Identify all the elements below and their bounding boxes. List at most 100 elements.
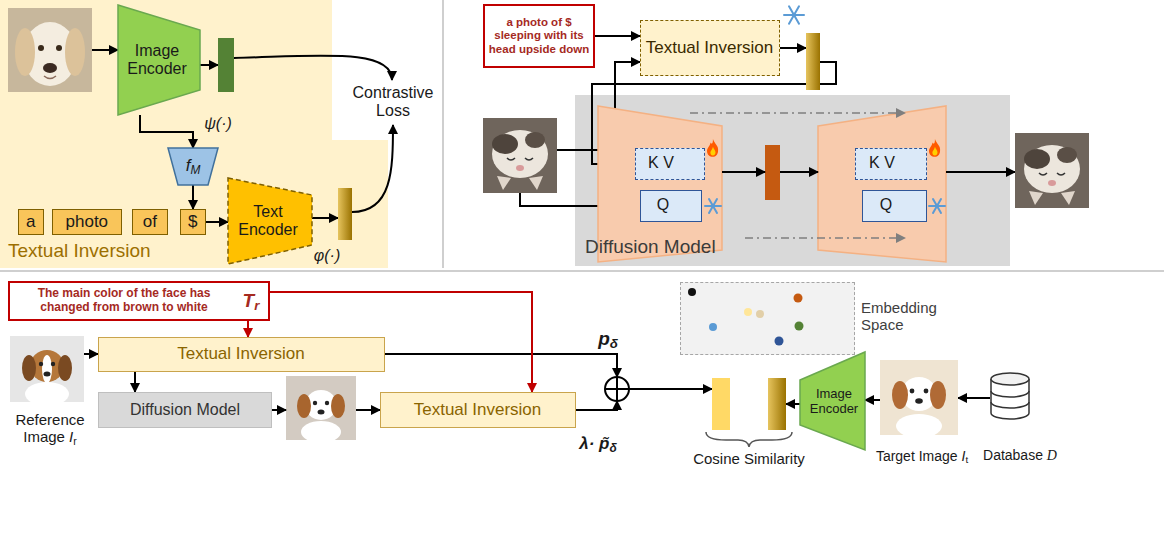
separator-lines-part (442, 0, 444, 268)
dog-photo-part (44, 76, 56, 79)
fire-icon (707, 139, 718, 157)
flow-arrows-part (352, 125, 393, 212)
fire-icon-part (707, 139, 718, 157)
cat-photo-part (1048, 180, 1056, 186)
text-frame: photo (53, 210, 121, 234)
symbol-label-part: δ (609, 441, 616, 455)
embedding-dots-part (709, 323, 717, 331)
flow-arrows-part (946, 171, 1015, 173)
flow-arrows-part (722, 171, 765, 173)
symbol-label: pδ (598, 328, 618, 350)
cat-photo-part (1061, 191, 1075, 205)
text-frame: K V (856, 149, 908, 178)
puppy-photo-part (331, 394, 345, 418)
flow-arrows-part (312, 217, 338, 219)
text-frame: Text Encoder (230, 200, 306, 242)
text-frame: λ· p̃δ (556, 431, 640, 457)
dog-photo-part (65, 28, 85, 76)
skip-arrows-part (690, 112, 905, 114)
diffusion-model-box: Diffusion Model (98, 392, 272, 428)
node-text: Image Encoder (122, 42, 192, 79)
flow-arrows-part (958, 397, 990, 399)
database-cylinder-outline (991, 373, 1029, 385)
node-text: Textual Inversion (8, 240, 151, 262)
snowflake-icon-part (933, 199, 941, 213)
snowflake-icon-part (789, 6, 799, 23)
target-feature-bar (768, 378, 786, 430)
text-frame: $ (181, 210, 205, 234)
database-cylinder-outline (990, 372, 1030, 420)
puppy-photo-part (910, 389, 915, 394)
embedding-dots-part (688, 288, 696, 296)
dog-photo-part (8, 8, 92, 92)
database-cylinder-outline (991, 391, 1029, 408)
image-caption-part: r (73, 435, 77, 447)
similarity-label: Cosine Similarity (693, 450, 805, 467)
dog-photo-part (43, 63, 57, 73)
token-box: photo (52, 209, 122, 235)
dog-photo-part (15, 28, 35, 76)
image-caption-part: I (69, 428, 73, 445)
flow-arrows-part (356, 409, 380, 411)
fire-icon-part (710, 147, 715, 156)
puppy-photo-part (297, 394, 311, 418)
flow-arrows-part (629, 388, 712, 390)
puppy-photo-part (25, 382, 69, 406)
node-text: ψ(·) (204, 115, 232, 133)
symbol-label: λ· p̃δ (579, 434, 617, 454)
node-text: Q (657, 196, 669, 214)
image-feature-bar (218, 38, 234, 92)
puppy-photo-part (301, 421, 341, 443)
fire-icon (929, 139, 940, 157)
node-text: Tr (243, 290, 260, 312)
image-caption-part: I (961, 448, 965, 464)
key-value-box: K V (855, 148, 927, 180)
flow-arrows-part (84, 353, 98, 355)
text-frame: Diffusion Model (585, 233, 745, 261)
puppy-photo-part (892, 381, 908, 409)
puppy-photo-part (22, 355, 36, 381)
node-text: fM (186, 156, 201, 176)
text-frame: Reference Image Ir (2, 404, 98, 452)
text-frame: Embedding Space (861, 291, 956, 341)
embedding-space-ground (680, 282, 855, 355)
text-frame: Image Encoder (804, 382, 864, 422)
embedding-dots-part (744, 308, 752, 316)
modification-text-box: The main color of the face has changed f… (8, 281, 270, 321)
cat-photo-part (1057, 147, 1077, 163)
embedding-dots-part (794, 294, 803, 303)
text-frame: Tr (236, 283, 266, 319)
dog-photo-part (56, 45, 62, 51)
node-text: Textual Inversion (646, 38, 774, 58)
image-caption: Target Image It (876, 448, 968, 464)
puppy-photo-part (325, 401, 329, 405)
embedding-dots-part (756, 310, 764, 318)
node-text: φ(·) (314, 247, 340, 265)
image-encoder: Image Encoderψ(·) (118, 5, 200, 115)
token-box: of (132, 209, 168, 235)
connector-arrow (140, 115, 193, 148)
puppy-photo-part (313, 401, 317, 405)
snowflake-icon (784, 6, 804, 23)
node-text: photo (66, 212, 109, 232)
text-frame: Textual Inversion (641, 21, 778, 74)
database-cylinder: Database D (990, 372, 1030, 420)
puppy-photo-part (930, 381, 946, 409)
diffusion-model-panel: Diffusion Model K V Q K V Q (575, 95, 1010, 266)
node-text: Q (880, 196, 892, 214)
text-encoder-outline (228, 178, 312, 264)
node-text: K V (648, 154, 674, 172)
cat-photo-part (497, 176, 511, 190)
separator-lines-part (0, 270, 1164, 272)
flow-arrows-part (272, 409, 286, 411)
loss-label: Contrastive Loss (348, 84, 438, 121)
snowflake-icon (929, 199, 945, 213)
text-frame: Target Image It (866, 445, 978, 467)
node-text: $ (188, 212, 197, 232)
token-box: $ (180, 209, 206, 235)
skip-arrows-part (745, 237, 905, 239)
text-frame: K V (636, 149, 686, 178)
cat-photo-part (507, 158, 533, 160)
image-caption: Reference Image Ir (2, 411, 98, 446)
node-text: Image Encoder (804, 387, 864, 417)
